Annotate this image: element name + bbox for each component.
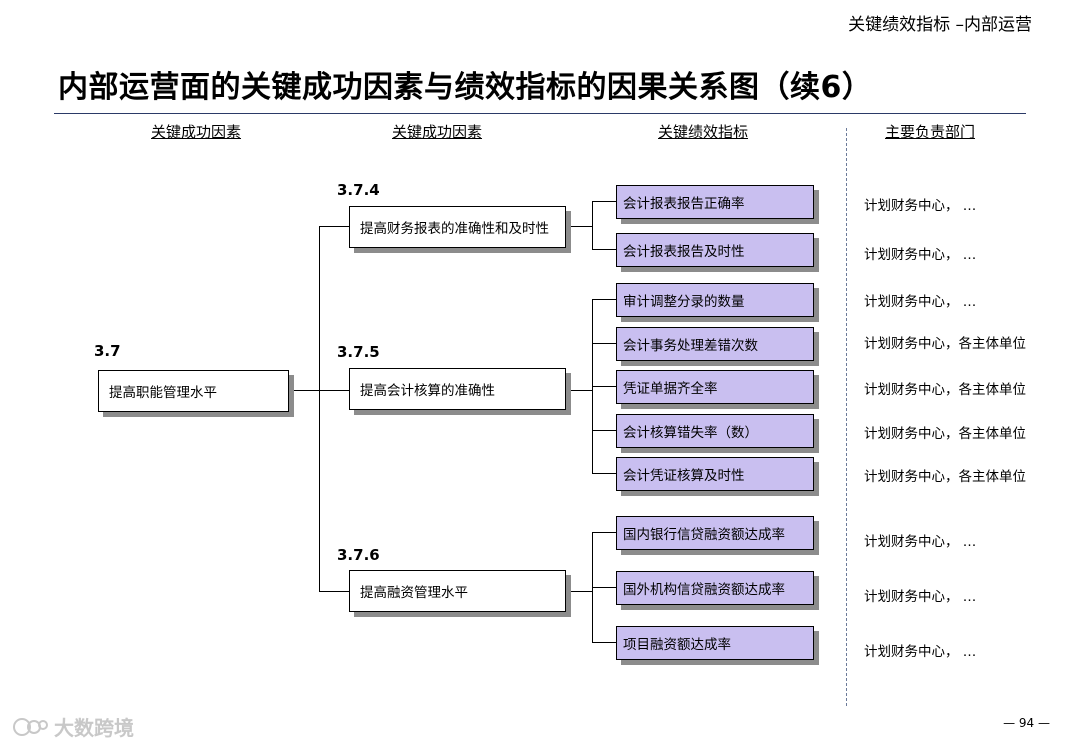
department-text: 计划财务中心，各主体单位 <box>864 469 1026 485</box>
column-header-success-factor: 关键成功因素 <box>151 123 242 141</box>
factor-box: 提高会计核算的准确性 <box>349 368 566 410</box>
department-text: 计划财务中心， … <box>864 294 977 310</box>
watermark-logo-icon <box>13 717 48 736</box>
connector-line <box>592 299 616 300</box>
kpi-box: 审计调整分录的数量 <box>616 283 814 317</box>
kpi-box: 国内银行信贷融资额达成率 <box>616 516 814 550</box>
page-number: — 94 — <box>1003 716 1050 730</box>
department-text: 计划财务中心，各主体单位 <box>864 336 1026 352</box>
factor-label: 提高融资管理水平 <box>360 585 468 601</box>
root-factor-label: 提高职能管理水平 <box>109 385 217 401</box>
connector-line <box>566 591 592 592</box>
kpi-box: 凭证单据齐全率 <box>616 370 814 404</box>
kpi-box: 会计事务处理差错次数 <box>616 327 814 361</box>
factor-number: 3.7.6 <box>337 546 380 564</box>
column-header-department: 主要负责部门 <box>885 123 976 141</box>
kpi-label: 会计事务处理差错次数 <box>623 338 758 354</box>
connector-line <box>289 390 319 391</box>
department-text: 计划财务中心，各主体单位 <box>864 382 1026 398</box>
connector-line <box>319 226 320 592</box>
root-number: 3.7 <box>94 342 121 360</box>
connector-line <box>592 587 616 588</box>
department-text: 计划财务中心，各主体单位 <box>864 426 1026 442</box>
factor-label: 提高会计核算的准确性 <box>360 383 495 399</box>
department-text: 计划财务中心， … <box>864 534 977 550</box>
watermark-text: 大数跨境 <box>54 716 134 740</box>
connector-line <box>592 430 616 431</box>
connector-line <box>592 532 616 533</box>
factor-number: 3.7.5 <box>337 343 380 361</box>
factor-box: 提高融资管理水平 <box>349 570 566 612</box>
watermark: 大数跨境 <box>10 712 134 741</box>
factor-number: 3.7.4 <box>337 181 380 199</box>
kpi-label: 会计核算错失率（数） <box>623 425 758 441</box>
department-text: 计划财务中心， … <box>864 247 977 263</box>
kpi-label: 凭证单据齐全率 <box>623 381 718 397</box>
connector-line <box>592 201 616 202</box>
connector-line <box>319 390 349 391</box>
page-title: 内部运营面的关键成功因素与绩效指标的因果关系图（续6） <box>58 70 873 105</box>
connector-line <box>592 343 616 344</box>
connector-line <box>592 386 616 387</box>
kpi-box: 会计报表报告正确率 <box>616 185 814 219</box>
connector-line <box>592 642 616 643</box>
column-divider <box>846 128 847 706</box>
kpi-label: 会计报表报告及时性 <box>623 244 745 260</box>
section-label: 关键绩效指标 –内部运营 <box>848 15 1032 35</box>
kpi-box: 会计凭证核算及时性 <box>616 457 814 491</box>
kpi-label: 会计报表报告正确率 <box>623 196 745 212</box>
connector-line <box>592 473 616 474</box>
kpi-box: 项目融资额达成率 <box>616 626 814 660</box>
kpi-box: 会计报表报告及时性 <box>616 233 814 267</box>
kpi-box: 国外机构信贷融资额达成率 <box>616 571 814 605</box>
department-text: 计划财务中心， … <box>864 198 977 214</box>
connector-line <box>592 249 616 250</box>
kpi-box: 会计核算错失率（数） <box>616 414 814 448</box>
connector-line <box>592 201 593 250</box>
column-header-kpi: 关键绩效指标 <box>658 123 749 141</box>
column-header-sub-success-factor: 关键成功因素 <box>392 123 483 141</box>
kpi-label: 国外机构信贷融资额达成率 <box>623 582 785 598</box>
kpi-label: 国内银行信贷融资额达成率 <box>623 527 785 543</box>
title-divider <box>54 113 1026 114</box>
connector-line <box>319 226 349 227</box>
kpi-label: 项目融资额达成率 <box>623 637 731 653</box>
connector-line <box>566 390 592 391</box>
connector-line <box>319 591 349 592</box>
connector-line <box>566 226 592 227</box>
department-text: 计划财务中心， … <box>864 589 977 605</box>
department-text: 计划财务中心， … <box>864 644 977 660</box>
kpi-label: 审计调整分录的数量 <box>623 294 745 310</box>
kpi-label: 会计凭证核算及时性 <box>623 468 745 484</box>
root-factor-box: 提高职能管理水平 <box>98 370 289 412</box>
factor-label: 提高财务报表的准确性和及时性 <box>360 221 549 237</box>
factor-box: 提高财务报表的准确性和及时性 <box>349 206 566 248</box>
